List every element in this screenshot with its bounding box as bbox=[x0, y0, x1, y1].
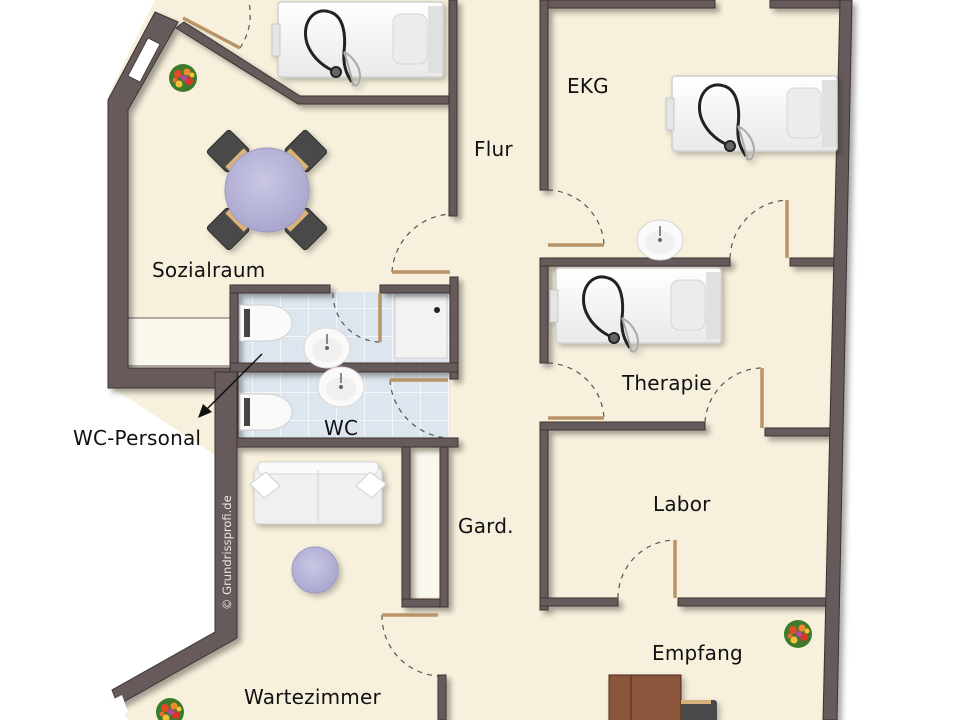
plant-sozialraum bbox=[169, 64, 197, 92]
room-label-ekg: EKG bbox=[567, 74, 609, 98]
cabinet-sozialraum bbox=[124, 317, 231, 367]
exam-bed-therapie bbox=[549, 267, 722, 354]
copyright-watermark: © Grundrissprofi.de bbox=[220, 495, 234, 610]
walls bbox=[107, 0, 853, 720]
room-label-labor: Labor bbox=[653, 492, 711, 516]
room-label-therapie: Therapie bbox=[622, 371, 712, 395]
room-label-wartezimmer: Wartezimmer bbox=[244, 685, 381, 709]
cabinet-garderobe bbox=[412, 452, 444, 597]
wc-personal-arrow bbox=[198, 353, 263, 418]
room-label-garderobe: Gard. bbox=[458, 514, 514, 538]
sink-wc-personal bbox=[303, 327, 351, 369]
dining-table-set bbox=[206, 129, 328, 251]
door-leaves bbox=[182, 16, 789, 617]
windows bbox=[112, 37, 161, 718]
room-label-flur: Flur bbox=[474, 137, 513, 161]
room-label-wc: WC bbox=[324, 416, 359, 440]
exam-bed-ekg bbox=[665, 75, 838, 162]
toilet-wc-personal bbox=[239, 304, 293, 342]
sink-ekg bbox=[636, 219, 684, 261]
sink-wc bbox=[317, 366, 365, 408]
doors bbox=[239, 0, 788, 677]
sofa bbox=[249, 461, 387, 525]
room-label-sozialraum: Sozialraum bbox=[152, 258, 266, 282]
room-label-wc-personal: WC-Personal bbox=[73, 426, 202, 450]
room-label-empfang: Empfang bbox=[652, 641, 743, 665]
side-table bbox=[291, 546, 339, 594]
plant-empfang bbox=[784, 620, 812, 648]
reception-desk bbox=[608, 674, 717, 720]
toilet-wc bbox=[239, 393, 293, 431]
exam-bed-top bbox=[271, 1, 444, 88]
